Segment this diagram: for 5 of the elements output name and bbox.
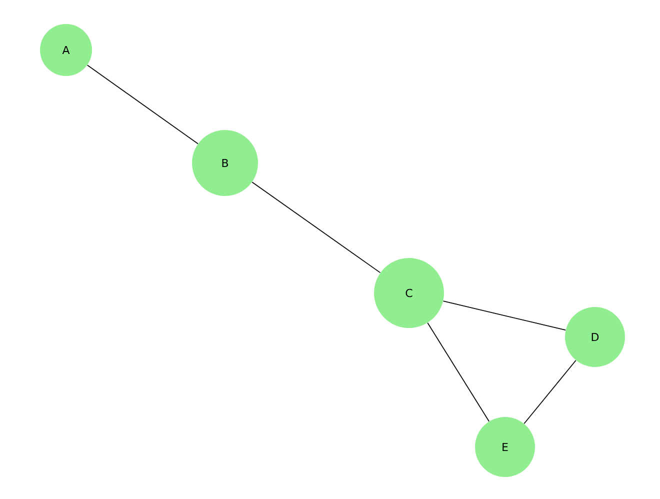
edge-line — [427, 322, 490, 422]
edge-line — [442, 300, 566, 330]
edge-line — [86, 64, 198, 144]
edge-line — [252, 182, 381, 274]
edge-line — [524, 360, 576, 424]
